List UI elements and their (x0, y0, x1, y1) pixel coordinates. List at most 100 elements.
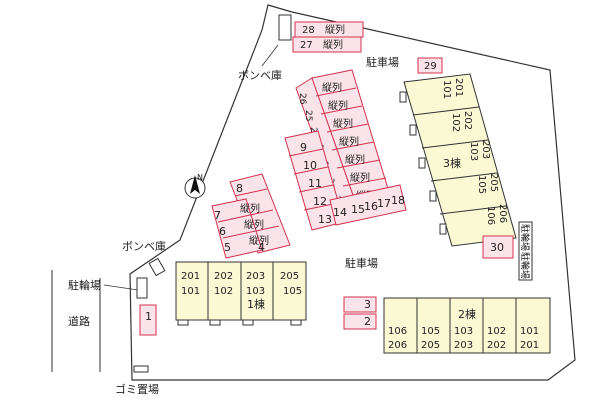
tandem-label-1: 縦列 (322, 81, 342, 94)
b2-unit-101: 101 (520, 326, 539, 337)
divider (342, 177, 387, 187)
parking-2-number: 2 (364, 315, 371, 328)
cylinder-storage-top-label: ボンベ庫 (238, 68, 282, 82)
parking-1 (139, 304, 157, 336)
tandem-label-4: 縦列 (339, 135, 359, 148)
parking-2 (343, 313, 377, 330)
north-letter: N (197, 173, 203, 182)
divider (430, 172, 498, 182)
b2-unit-201: 201 (520, 340, 539, 351)
north-arrow-icon (190, 175, 200, 194)
b1-unit-103: 103 (246, 286, 265, 297)
b3-unit-105: 105 (476, 175, 487, 194)
cylinder-storage-top (278, 14, 292, 41)
parking-7: 7 (214, 209, 221, 222)
parking-area-mid-label: 駐車場 (345, 256, 378, 270)
parking-3-number: 3 (364, 298, 371, 311)
b1-step (242, 319, 254, 326)
divider (439, 205, 507, 215)
parking-4: 4 (258, 241, 265, 254)
cylinder-top-leader (261, 44, 279, 67)
parking-9: 9 (300, 141, 307, 154)
b2-unit-106: 106 (388, 326, 407, 337)
parking-26: 26 (297, 93, 307, 105)
parking-27-number: 27 (300, 40, 313, 51)
road-label: 道路 (68, 314, 90, 328)
parking-28-label: 縦列 (325, 23, 345, 36)
b3-unit-203: 203 (480, 140, 491, 159)
b3-unit-106: 106 (485, 206, 496, 225)
b3-step (418, 157, 426, 169)
b1-unit-202: 202 (214, 271, 233, 282)
divider (217, 209, 274, 223)
cylinder-storage-mid-label: ボンベ庫 (122, 239, 166, 253)
parking-1-number: 1 (145, 310, 152, 323)
building-2-body (383, 297, 551, 354)
divider (326, 123, 369, 133)
b1-unit-203: 203 (246, 271, 265, 282)
divider (288, 148, 324, 157)
parking-5: 5 (224, 241, 231, 254)
b2-unit-103: 103 (454, 326, 473, 337)
parking-29 (417, 57, 443, 74)
bicycle-parking-left-label: 駐輪場 (68, 278, 101, 292)
parking-7-tandem: 縦列 (240, 202, 260, 215)
tandem-label-5: 縦列 (345, 153, 365, 166)
parking-29-number: 29 (424, 61, 437, 72)
parking-16: 16 (364, 200, 378, 213)
bicycle-parking-right-label-b: 駐輪場 (519, 252, 531, 279)
parking-17: 17 (377, 197, 391, 210)
building-2: 2棟 106 105 103 102 101 206 205 203 202 2… (383, 297, 551, 354)
parking-30-number: 30 (490, 241, 504, 254)
b2-name: 2棟 (458, 307, 476, 321)
tandem-label-6: 縦列 (350, 171, 370, 184)
parking-group-middle: 9 10 11 12 13 14 15 16 17 18 (284, 130, 407, 231)
parking-11: 11 (308, 177, 322, 190)
divider (320, 105, 363, 115)
parking-28-number: 28 (302, 25, 315, 36)
divider (331, 141, 375, 151)
b3-unit-202: 202 (462, 111, 473, 130)
parking-group-top: 28 縦列 27 縦列 (278, 14, 364, 53)
b3-unit-206: 206 (497, 204, 508, 223)
parking-3 (343, 296, 377, 313)
divider (412, 106, 480, 116)
cylinder-storage-mid (148, 257, 166, 277)
b2-unit-203: 203 (454, 340, 473, 351)
divider (293, 166, 329, 175)
b3-unit-201: 201 (453, 78, 464, 97)
b3-unit-101: 101 (441, 80, 452, 99)
b1-unit-105: 105 (283, 286, 302, 297)
tandem-label-3: 縦列 (333, 117, 353, 130)
parking-15: 15 (351, 203, 365, 216)
bicycle-parking-left (136, 277, 148, 299)
b1-unit-205: 205 (280, 271, 299, 282)
garbage-label: ゴミ置場 (115, 382, 159, 396)
parking-group-left: 8 7 6 5 縦列 縦列 縦列 4 (211, 173, 291, 259)
b1-unit-201: 201 (181, 271, 200, 282)
building-3: 201 101 202 102 203 103 205 105 206 106 … (399, 73, 517, 247)
parking-18: 18 (391, 194, 405, 207)
bicycle-parking-right (518, 221, 533, 281)
parking-12: 12 (313, 195, 327, 208)
divider (234, 188, 268, 197)
b1-step (209, 319, 221, 326)
b2-unit-205: 205 (421, 340, 440, 351)
parking-6: 6 (219, 225, 226, 238)
building-1: 201 202 203 205 101 102 103 105 1棟 (175, 261, 307, 326)
b1-name: 1棟 (247, 297, 265, 311)
b3-name: 3棟 (443, 156, 461, 170)
b3-step (409, 124, 417, 136)
parking-area-top-label: 駐車場 (366, 55, 399, 69)
b1-step (177, 319, 189, 326)
b2-unit-206: 206 (388, 340, 407, 351)
divider (298, 184, 334, 193)
divider (315, 87, 357, 97)
parking-13: 13 (318, 213, 332, 226)
parking-25: 25 (303, 110, 313, 121)
tandem-label-2: 縦列 (328, 99, 348, 112)
bicycle-leader (103, 284, 139, 291)
parking-6-tandem: 縦列 (244, 218, 264, 231)
parking-27-label: 縦列 (323, 38, 343, 51)
